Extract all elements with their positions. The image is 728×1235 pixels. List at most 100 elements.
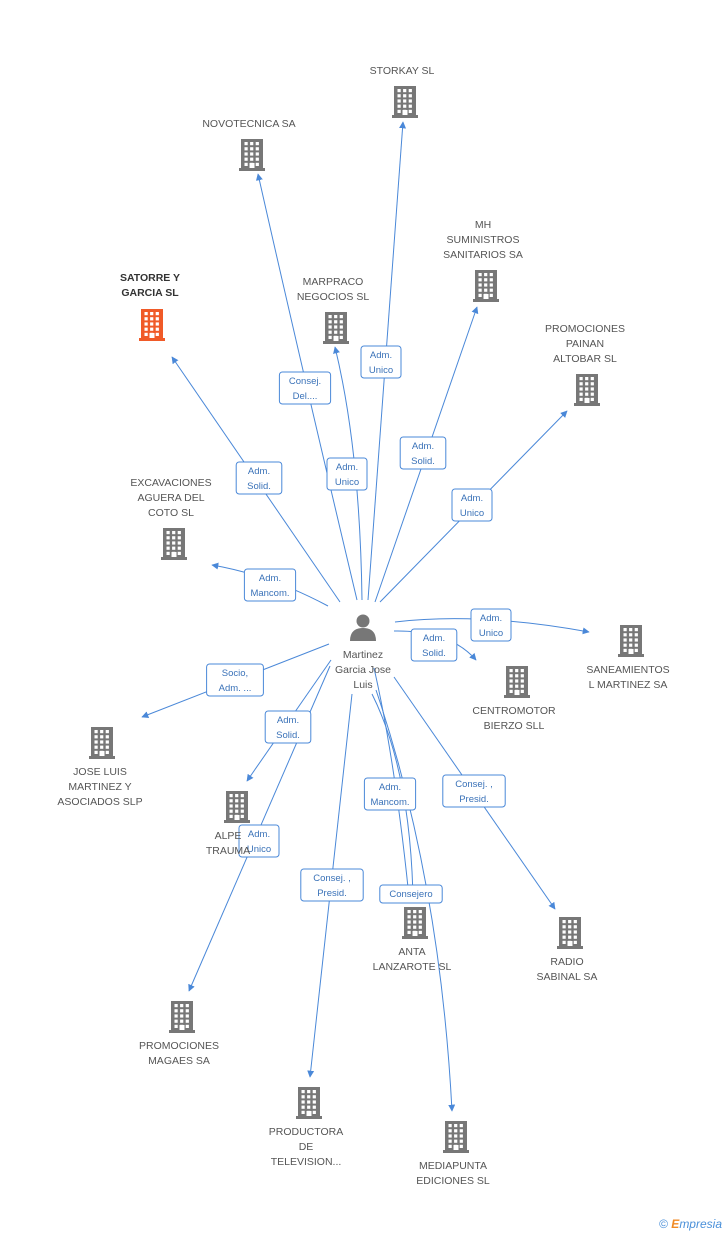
edge-label-box bbox=[235, 461, 283, 495]
building-icon bbox=[224, 791, 250, 823]
copyright-symbol: © bbox=[659, 1217, 668, 1231]
edge-label-text: Solid. bbox=[247, 481, 271, 492]
edge-label-saneamientos[interactable]: Adm.Unico bbox=[470, 608, 512, 642]
company-node-mediapunta[interactable]: MEDIAPUNTA EDICIONES SL bbox=[416, 1121, 490, 1187]
company-label: ALTOBAR SL bbox=[553, 353, 617, 365]
edge-label-magaes[interactable]: Adm.Unico bbox=[238, 824, 280, 858]
edge-label-radio[interactable]: Consej. , Presid. bbox=[442, 774, 506, 808]
building-icon bbox=[402, 907, 428, 939]
edge-label-novotecnica[interactable]: Consej.Del.... bbox=[278, 371, 332, 405]
edge-label-box bbox=[300, 868, 364, 902]
edge-label-text: Adm. bbox=[423, 633, 445, 644]
edge-label-box bbox=[379, 884, 443, 904]
edge-label-alpe[interactable]: Adm. Solid. bbox=[264, 710, 312, 744]
edge-label-box bbox=[278, 371, 332, 405]
company-label: BIERZO SLL bbox=[484, 720, 545, 732]
edge-label-text: Adm. bbox=[259, 573, 281, 584]
edge-label-box bbox=[326, 457, 368, 491]
company-label: DE bbox=[299, 1141, 314, 1153]
edge-label-text: Solid. bbox=[422, 648, 446, 659]
edge-label-anta[interactable]: Consejero bbox=[379, 884, 443, 904]
building-icon bbox=[557, 917, 583, 949]
edge-label-text: Adm. ... bbox=[219, 683, 252, 694]
brand-name: mpresia bbox=[679, 1217, 722, 1231]
edge-labels-layer: Adm.UnicoConsej.Del....Adm.Solid.Adm.Sol… bbox=[206, 345, 512, 904]
edge-label-mh[interactable]: Adm.Solid. bbox=[399, 436, 447, 470]
building-icon bbox=[504, 666, 530, 698]
edge-label-promociones-painan[interactable]: Adm.Unico bbox=[451, 488, 493, 522]
building-icon bbox=[296, 1087, 322, 1119]
edge-label-box bbox=[264, 710, 312, 744]
company-label: ALPE bbox=[215, 830, 242, 842]
company-label: STORKAY SL bbox=[370, 65, 435, 77]
edge-label-text: Adm. bbox=[248, 466, 270, 477]
edge-label-text: Socio, bbox=[222, 668, 248, 679]
company-label: PRODUCTORA bbox=[269, 1126, 343, 1138]
company-label: TRAUMA bbox=[206, 845, 250, 857]
building-icon bbox=[323, 312, 349, 344]
company-label: SABINAL SA bbox=[537, 971, 598, 983]
company-label: SATORRE Y bbox=[120, 272, 180, 284]
company-label: SANITARIOS SA bbox=[443, 249, 523, 261]
brand-e: E bbox=[671, 1217, 680, 1231]
edge-label-marpraco[interactable]: Adm.Unico bbox=[326, 457, 368, 491]
person-label: Luis bbox=[353, 679, 372, 691]
company-node-marpraco[interactable]: MARPRACO NEGOCIOS SL bbox=[297, 276, 370, 344]
edge-label-satorre[interactable]: Adm. Solid. bbox=[235, 461, 283, 495]
company-node-storkay[interactable]: STORKAY SL bbox=[370, 65, 435, 118]
edge-label-box bbox=[243, 568, 297, 602]
edge-label-box bbox=[410, 628, 458, 662]
edge-label-box bbox=[238, 824, 280, 858]
building-icon bbox=[139, 309, 165, 341]
edge-label-box bbox=[206, 663, 264, 697]
company-label: EXCAVACIONES bbox=[130, 477, 211, 489]
edge-label-text: Consejero bbox=[389, 889, 432, 900]
person-label: Martinez bbox=[343, 649, 383, 661]
edge-label-storkay[interactable]: Adm.Unico bbox=[360, 345, 402, 379]
edge-label-text: Adm. bbox=[336, 462, 358, 473]
building-icon bbox=[169, 1001, 195, 1033]
edge-label-centromotor[interactable]: Adm. Solid. bbox=[410, 628, 458, 662]
edge-label-productora[interactable]: Consej. ,Presid. bbox=[300, 868, 364, 902]
edge-label-text: Adm. bbox=[370, 350, 392, 361]
edge-label-text: Consej. , bbox=[313, 873, 351, 884]
company-label: PROMOCIONES bbox=[139, 1040, 219, 1052]
footer-brand[interactable]: © Empresia bbox=[659, 1217, 722, 1231]
edge-label-text: Solid. bbox=[276, 730, 300, 741]
edge-label-jose-luis[interactable]: Socio, Adm. ... bbox=[206, 663, 264, 697]
edge-label-text: Presid. bbox=[459, 794, 489, 805]
company-node-productora[interactable]: PRODUCTORADETELEVISION... bbox=[269, 1087, 343, 1168]
edge-label-text: Consej. , bbox=[455, 779, 493, 790]
company-node-alpe[interactable]: ALPE TRAUMA bbox=[206, 791, 250, 857]
edge-label-box bbox=[451, 488, 493, 522]
company-label: PAINAN bbox=[566, 338, 604, 350]
company-label: SUMINISTROS bbox=[447, 234, 520, 246]
company-label: MARPRACO bbox=[303, 276, 364, 288]
edge-label-excavaciones[interactable]: Adm. Mancom. bbox=[243, 568, 297, 602]
company-label: NEGOCIOS SL bbox=[297, 291, 370, 303]
company-node-novotecnica[interactable]: NOVOTECNICA SA bbox=[202, 118, 296, 171]
edge-label-box bbox=[360, 345, 402, 379]
company-label: L MARTINEZ SA bbox=[589, 679, 668, 691]
company-label: MEDIAPUNTA bbox=[419, 1160, 487, 1172]
edge-label-text: Mancom. bbox=[250, 588, 289, 599]
edge-label-anta[interactable]: Adm.Mancom. bbox=[363, 777, 417, 811]
edge-label-text: Adm. bbox=[277, 715, 299, 726]
person-icon bbox=[350, 614, 376, 641]
building-icon bbox=[618, 625, 644, 657]
edge-label-box bbox=[442, 774, 506, 808]
company-label: EDICIONES SL bbox=[416, 1175, 490, 1187]
company-label: ASOCIADOS SLP bbox=[57, 796, 142, 808]
